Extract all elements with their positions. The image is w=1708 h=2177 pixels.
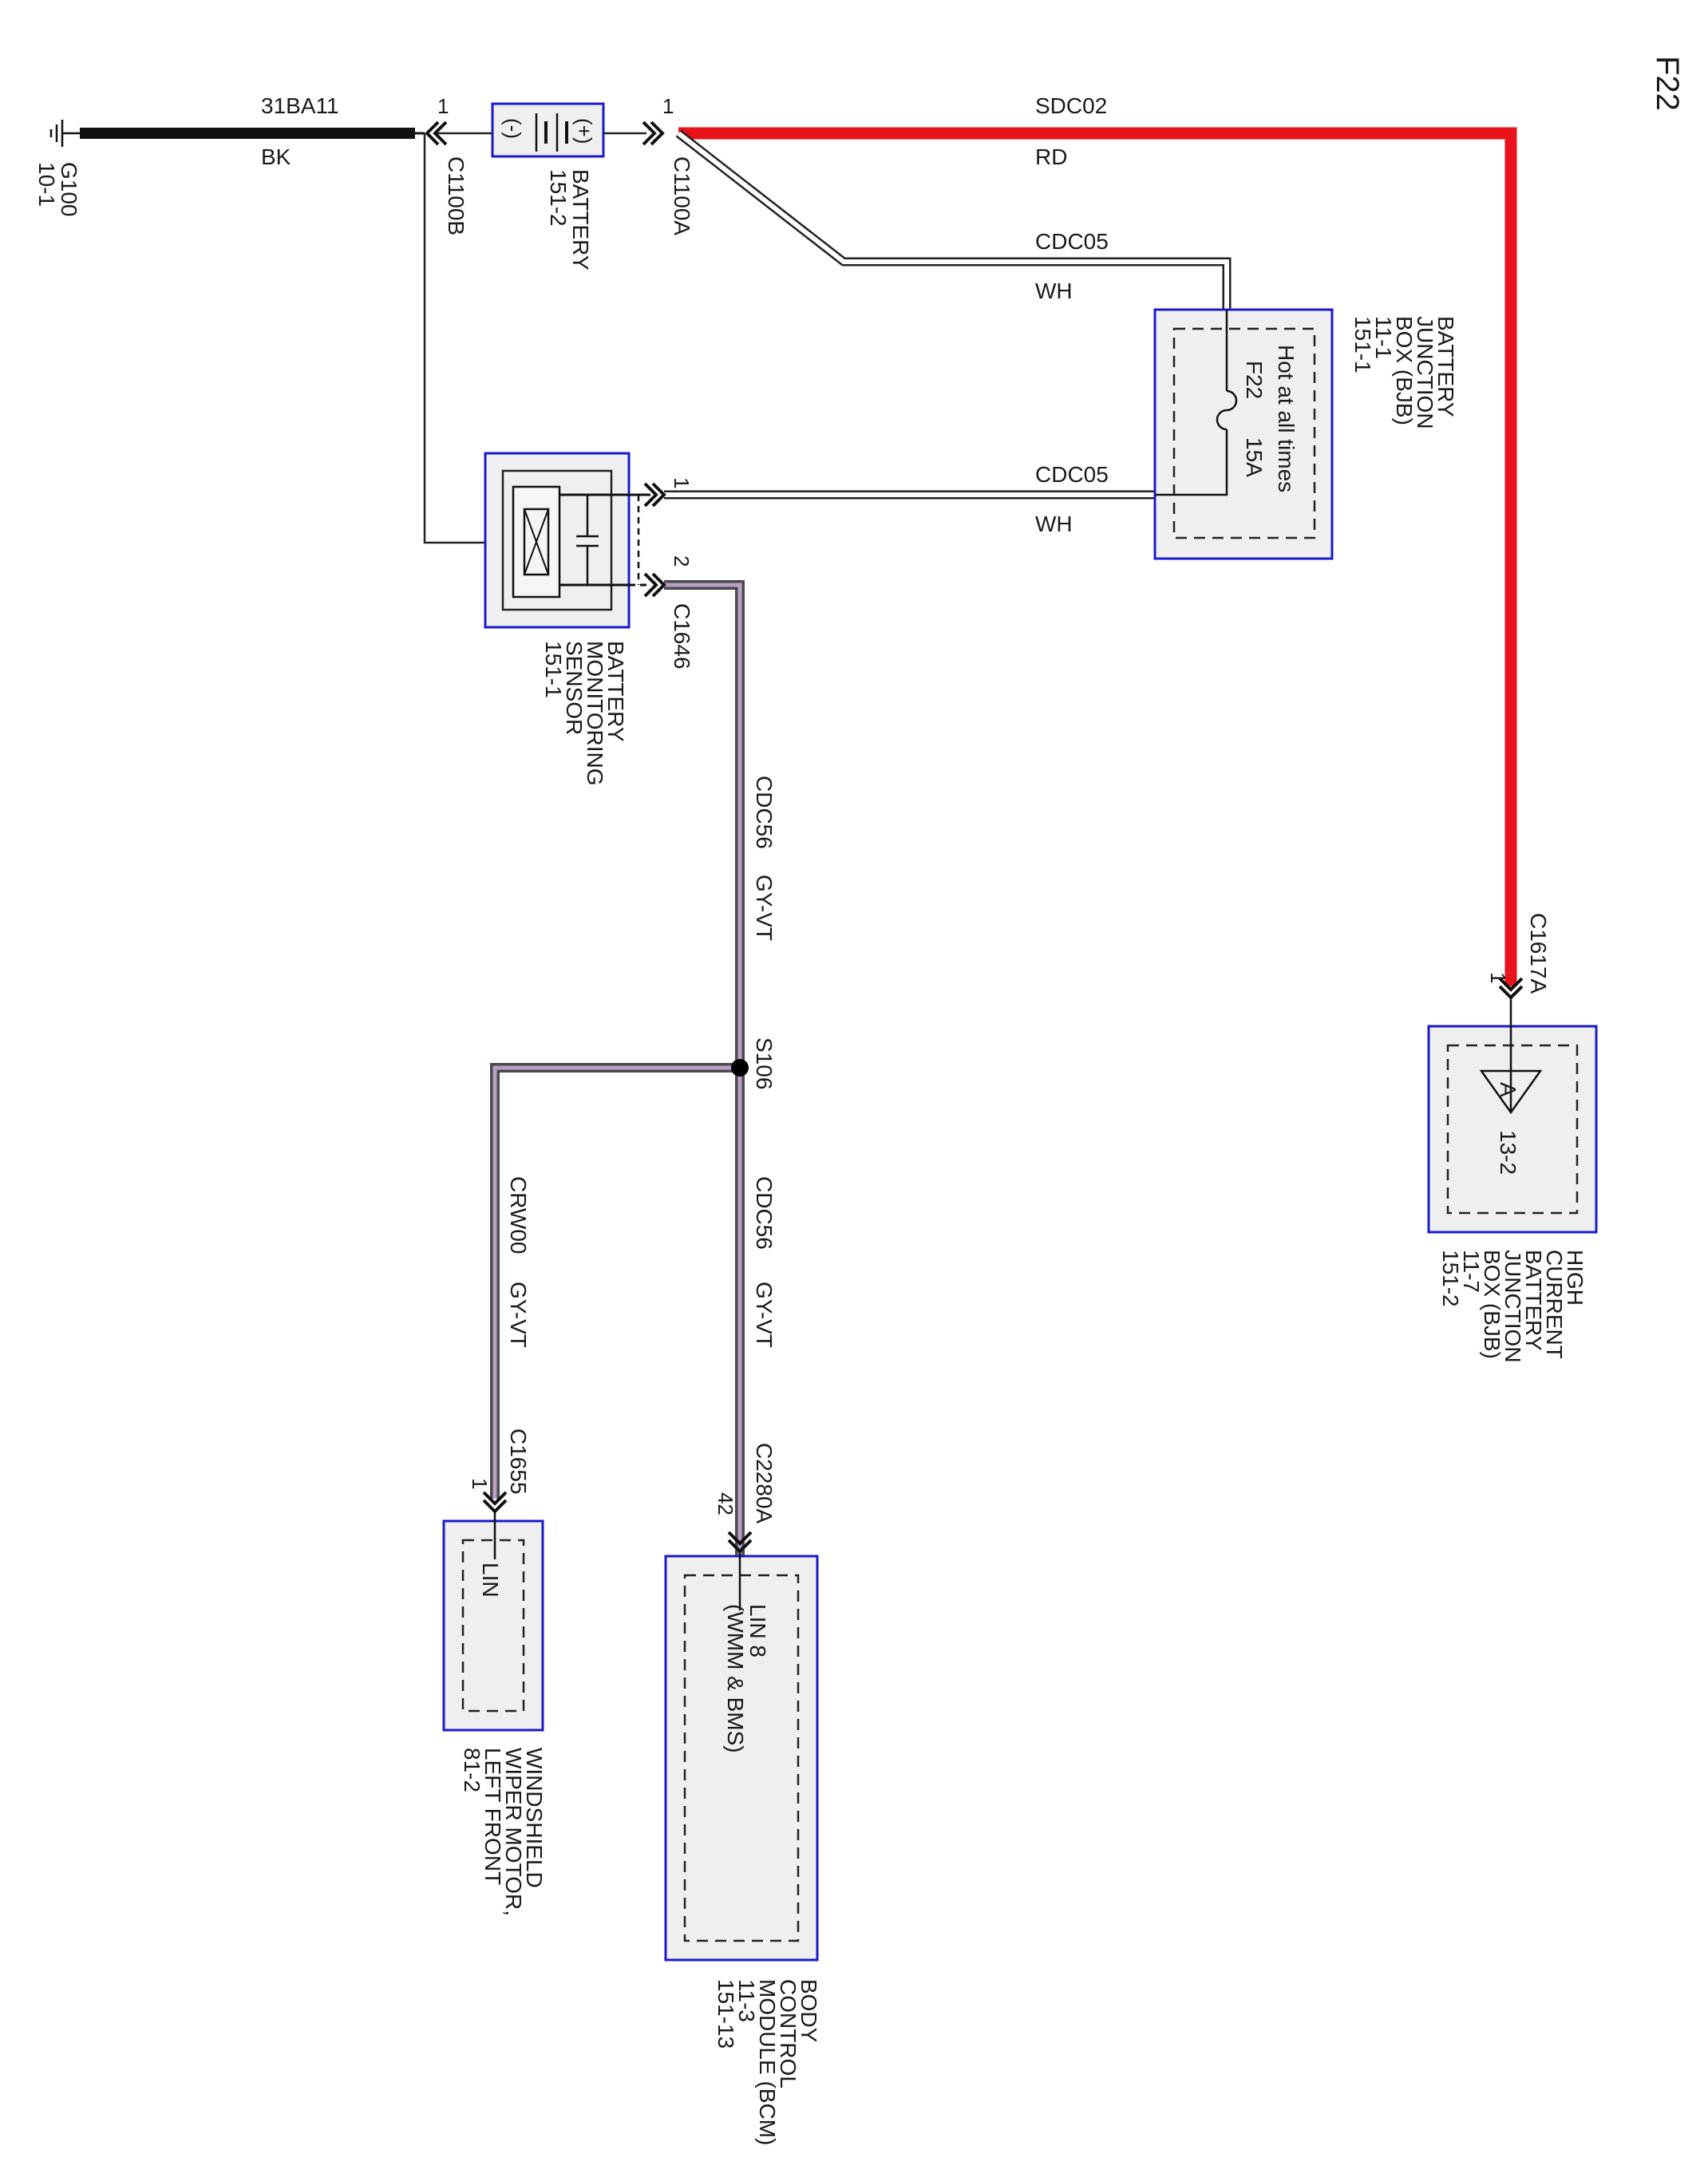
wiper-label-line1: WINDSHIELD — [522, 1748, 547, 1888]
hcbjb-label-line3: BATTERY — [1521, 1250, 1546, 1351]
wire-cdc05-upper-circuit: CDC05 — [1035, 229, 1109, 254]
hcbjb-label-line4: JUNCTION — [1500, 1250, 1525, 1363]
bjb-rating: 15A — [1242, 437, 1267, 477]
battery-cells-icon — [535, 113, 568, 152]
wire-cdc56-upper-color: GY-VT — [752, 875, 777, 941]
battery-neg-label: (-) — [501, 118, 525, 139]
ground-id: G100 — [57, 162, 81, 217]
c1655-id: C1655 — [506, 1428, 531, 1495]
battery-name: BATTERY — [568, 169, 593, 271]
c1646-pin2: 2 — [670, 555, 694, 567]
c1100b-id: C1100B — [444, 156, 469, 235]
ground-ref: 10-1 — [34, 162, 59, 207]
terminal-a-icon — [1479, 1069, 1543, 1115]
c2280a-id: C2280A — [752, 1443, 777, 1524]
wiper-box — [442, 1511, 544, 1732]
wire-crw00-color: GY-VT — [506, 1282, 531, 1348]
wiper-label-line4: 81-2 — [460, 1748, 484, 1792]
c2280a-pin: 42 — [714, 1492, 737, 1515]
wire-31ba11-color: BK — [261, 144, 291, 169]
wire-sdc02-color: RD — [1035, 144, 1067, 169]
bjb-label-line5: 151-1 — [1350, 316, 1375, 373]
hcbjb-label-line2: CURRENT — [1542, 1250, 1567, 1359]
bcm-label-line4: 11-3 — [734, 1979, 759, 2022]
hcbjb-label-line7: 151-2 — [1438, 1250, 1463, 1307]
battery-pos-label: (+) — [572, 118, 596, 144]
wire-cdc56 — [664, 580, 745, 1556]
bjb-label-line2: JUNCTION — [1413, 316, 1437, 429]
wire-cdc05-upper — [675, 129, 1232, 310]
bjb-label-line1: BATTERY — [1433, 316, 1458, 417]
bcm-label-line3: MODULE (BCM) — [755, 1979, 780, 2145]
wire-crw00-circuit: CRW00 — [506, 1176, 531, 1254]
hcbjb-ref: 13-2 — [1496, 1130, 1520, 1175]
bms-label-line4: 151-1 — [541, 641, 566, 698]
shunt-resistor-icon — [523, 508, 550, 576]
battery-ref: 151-2 — [546, 169, 571, 227]
hcbjb-terminal: A — [1496, 1082, 1520, 1097]
hcbjb-label-line1: HIGH — [1563, 1250, 1587, 1306]
c1646-terminal-1-icon — [643, 482, 666, 508]
wiper-label-line2: WIPER MOTOR, — [501, 1748, 526, 1916]
splice-s106 — [731, 1059, 749, 1077]
c1646-id: C1646 — [670, 603, 694, 670]
wire-cdc05-middle-color: WH — [1035, 512, 1073, 536]
wire-crw00 — [490, 1063, 740, 1499]
hcbjb-label-line5: BOX (BJB) — [1480, 1250, 1504, 1359]
c1646-terminal-2-icon — [643, 572, 666, 598]
bcm-label-line5: 151-13 — [714, 1979, 738, 2049]
wire-31ba11-circuit: 31BA11 — [261, 93, 339, 118]
wire-ground-sense — [423, 133, 485, 544]
c1655-pin: 1 — [468, 1478, 492, 1489]
c1100b-terminal-icon — [425, 121, 448, 146]
ground-symbol-icon — [49, 120, 80, 147]
bms-label-line1: BATTERY — [603, 641, 628, 742]
bms-box — [484, 452, 631, 629]
bjb-label-line4: 11-1 — [1371, 316, 1396, 359]
wire-cdc05-middle-circuit: CDC05 — [1035, 462, 1109, 487]
c1617a-pin: 1 — [1486, 972, 1510, 983]
c1100a-pin: 1 — [662, 94, 674, 118]
c1100b-pin: 1 — [437, 94, 449, 118]
c1100a-terminal-icon — [642, 121, 665, 146]
c1617a-id: C1617A — [1526, 913, 1551, 994]
bms-label-line3: SENSOR — [562, 641, 587, 735]
hcbjb-label-line6: 11-7 — [1459, 1250, 1484, 1293]
bcm-label-line1: BODY — [797, 1979, 821, 2043]
wiper-pin-function: LIN — [478, 1563, 503, 1598]
wire-sdc02 — [678, 127, 1517, 986]
bjb-box — [1153, 308, 1334, 560]
c1646-pin1: 1 — [670, 477, 694, 488]
bms-label-line2: MONITORING — [583, 641, 607, 785]
c1100a-id: C1100A — [670, 156, 694, 235]
bcm-box — [664, 1551, 819, 1962]
bjb-label-line3: BOX (BJB) — [1392, 316, 1417, 425]
wire-cdc05-upper-color: WH — [1035, 279, 1073, 303]
page-id: F22 — [1650, 56, 1685, 111]
hcbjb-box — [1427, 998, 1598, 1234]
capacitor-icon — [576, 495, 599, 585]
bcm-pin-note: (WMM & BMS) — [723, 1604, 748, 1753]
battery: (-) (+) — [491, 102, 605, 158]
wire-cdc56-lower-circuit: CDC56 — [752, 1176, 777, 1250]
wire-sdc02-circuit: SDC02 — [1035, 93, 1107, 118]
wire-cdc56-lower-color: GY-VT — [752, 1282, 777, 1348]
bcm-pin-function: LIN 8 — [745, 1604, 770, 1657]
bjb-fuse: F22 — [1242, 361, 1267, 399]
splice-s106-label: S106 — [752, 1037, 777, 1089]
bcm-label-line2: CONTROL — [776, 1979, 801, 2088]
wiper-label-line3: LEFT FRONT — [480, 1748, 505, 1885]
wire-cdc56-upper-circuit: CDC56 — [752, 776, 777, 849]
bjb-note: Hot at all times — [1274, 345, 1299, 492]
